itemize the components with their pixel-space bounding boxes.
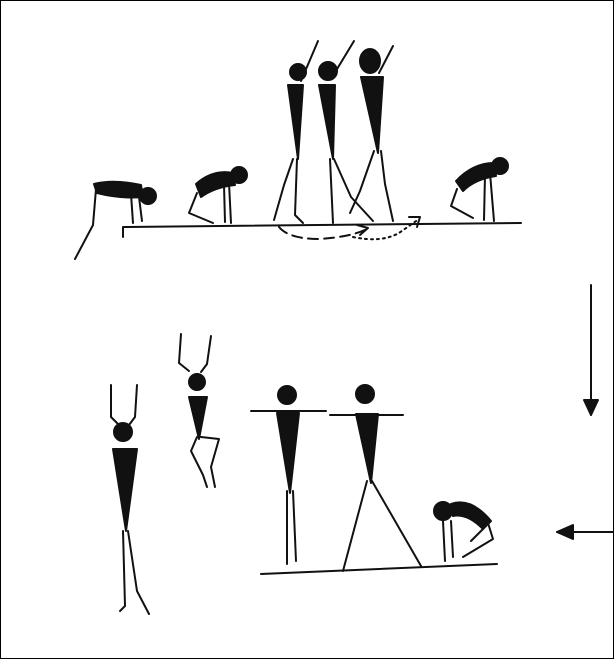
figure-standing-legs-apart [330,385,421,571]
down-arrow [584,285,598,415]
figure-bent-start [75,182,156,259]
figure-crouch-end [451,158,508,221]
top-floor-line [123,223,521,237]
figure-crouch [434,502,493,561]
figure-standing-arm-raised-3 [350,46,393,221]
figure-crouch-start [189,167,247,223]
figure-jumping [179,334,219,487]
figure-standing-arms-up [111,385,149,614]
bottom-floor-line [261,564,497,574]
dotted-path-arrow [353,217,420,239]
figure-standing-arms-sideways [251,386,326,564]
left-arrow [557,525,613,539]
figure-standing-arm-raised-1 [274,41,318,223]
